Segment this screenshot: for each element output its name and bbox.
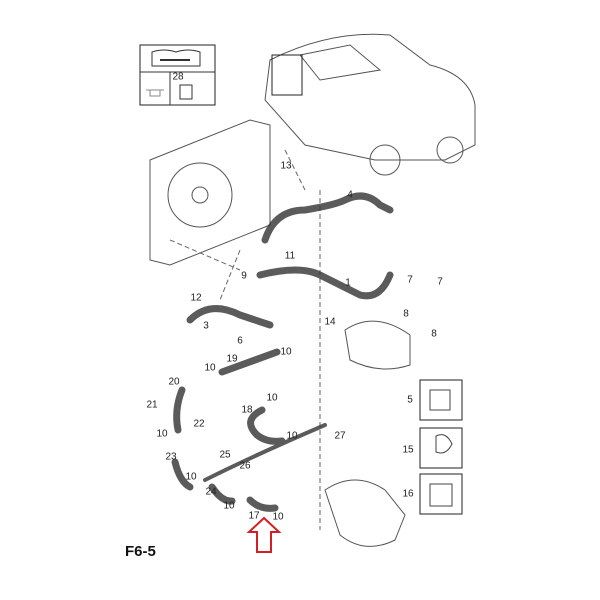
part-label[interactable]: 12 bbox=[190, 292, 202, 304]
part-label[interactable]: 6 bbox=[237, 335, 243, 347]
part-label[interactable]: 13 bbox=[280, 160, 292, 172]
part-label[interactable]: 9 bbox=[241, 270, 247, 282]
part-label-highlighted[interactable]: 17 bbox=[248, 510, 260, 522]
part-label[interactable]: 16 bbox=[402, 488, 414, 500]
part-label[interactable]: 25 bbox=[219, 449, 231, 461]
radiator bbox=[149, 119, 271, 266]
part-label[interactable]: 7 bbox=[437, 276, 443, 288]
part-label[interactable]: 21 bbox=[146, 399, 158, 411]
part-label[interactable]: 8 bbox=[403, 308, 409, 320]
part-label[interactable]: 22 bbox=[193, 418, 205, 430]
part-label[interactable]: 4 bbox=[347, 189, 353, 201]
manual-wrench-icon bbox=[151, 49, 201, 67]
thermostat-housing bbox=[324, 479, 406, 547]
part-label[interactable]: 18 bbox=[241, 404, 253, 416]
part-label[interactable]: 8 bbox=[431, 328, 437, 340]
part-label[interactable]: 10 bbox=[185, 471, 197, 483]
part-label[interactable]: 7 bbox=[407, 274, 413, 286]
part-label[interactable]: 10 bbox=[156, 428, 168, 440]
part-label[interactable]: 10 bbox=[223, 500, 235, 512]
part-label[interactable]: 10 bbox=[280, 346, 292, 358]
tool-box bbox=[139, 44, 216, 106]
part-label[interactable]: 1 bbox=[345, 277, 351, 289]
part-label[interactable]: 5 bbox=[407, 394, 413, 406]
part-label[interactable]: 15 bbox=[402, 444, 414, 456]
part-label[interactable]: 10 bbox=[266, 392, 278, 404]
clip-boxes bbox=[419, 379, 463, 515]
part-label[interactable]: 14 bbox=[324, 316, 336, 328]
hoses bbox=[171, 192, 394, 512]
part-label[interactable]: 10 bbox=[272, 511, 284, 523]
part-label[interactable]: 19 bbox=[226, 353, 238, 365]
part-label[interactable]: 27 bbox=[334, 430, 346, 442]
part-label[interactable]: 10 bbox=[286, 430, 298, 442]
part-label[interactable]: 11 bbox=[284, 250, 296, 262]
highlight-arrow bbox=[246, 516, 282, 553]
part-label[interactable]: 24 bbox=[205, 486, 217, 498]
expansion-tank bbox=[344, 320, 411, 370]
part-label[interactable]: 20 bbox=[168, 376, 180, 388]
part-label[interactable]: 23 bbox=[165, 451, 177, 463]
part-label[interactable]: 3 bbox=[203, 320, 209, 332]
part-label[interactable]: 10 bbox=[204, 362, 216, 374]
car-body bbox=[264, 33, 476, 176]
diagram-code: F6-5 bbox=[125, 543, 156, 560]
tool-label: 28 bbox=[172, 71, 184, 83]
part-label[interactable]: 26 bbox=[239, 460, 251, 472]
clamp-tool-icon bbox=[179, 84, 193, 100]
